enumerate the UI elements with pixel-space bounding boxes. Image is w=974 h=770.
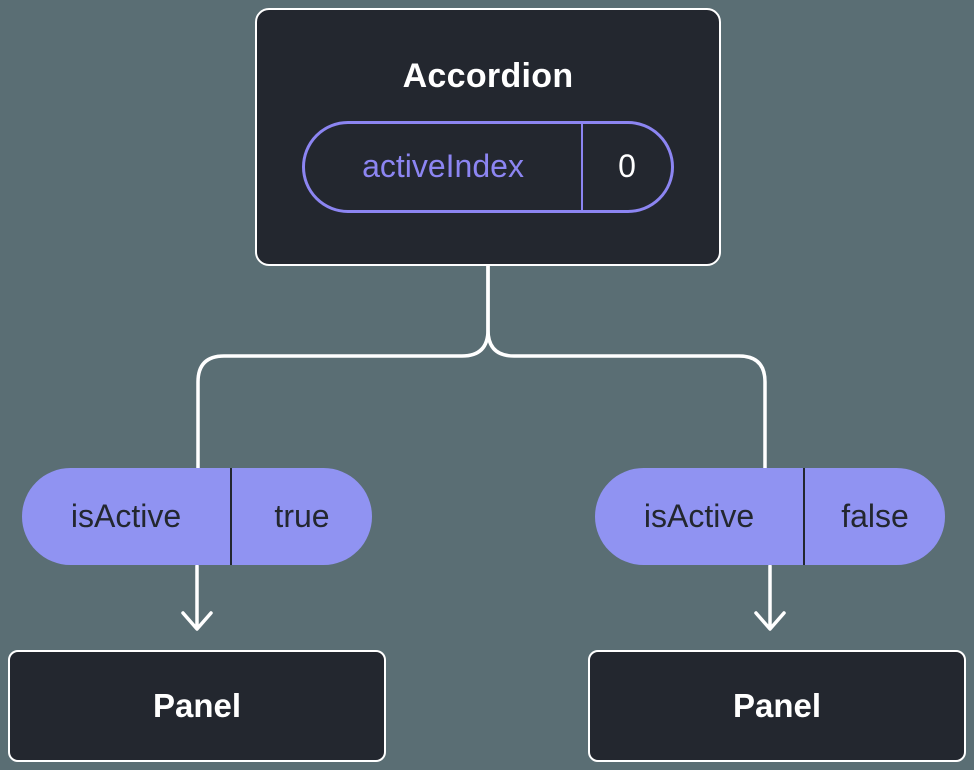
arrow-down-left-icon	[181, 564, 213, 631]
prop-pill-value: false	[803, 468, 945, 565]
state-pill-name: activeIndex	[362, 148, 524, 185]
node-panel-left-title: Panel	[152, 687, 242, 724]
prop-pill-name: isActive	[643, 498, 755, 534]
node-panel-left: Panel	[8, 650, 386, 762]
branch-right-line	[486, 264, 767, 470]
branch-left-line	[196, 264, 490, 470]
node-panel-right-title: Panel	[732, 687, 822, 724]
state-pill-value: 0	[581, 123, 671, 210]
prop-pill-isactive-true: isActive true	[22, 468, 372, 565]
prop-pill-name: isActive	[70, 498, 182, 534]
node-panel-right: Panel	[588, 650, 966, 762]
node-accordion-title: Accordion	[402, 57, 574, 95]
prop-pill-value: true	[230, 468, 372, 565]
state-pill-activeindex: activeIndex 0	[302, 120, 674, 213]
node-accordion: Accordion activeIndex 0	[255, 8, 721, 266]
prop-pill-isactive-false: isActive false	[595, 468, 945, 565]
arrow-down-right-icon	[754, 564, 786, 631]
